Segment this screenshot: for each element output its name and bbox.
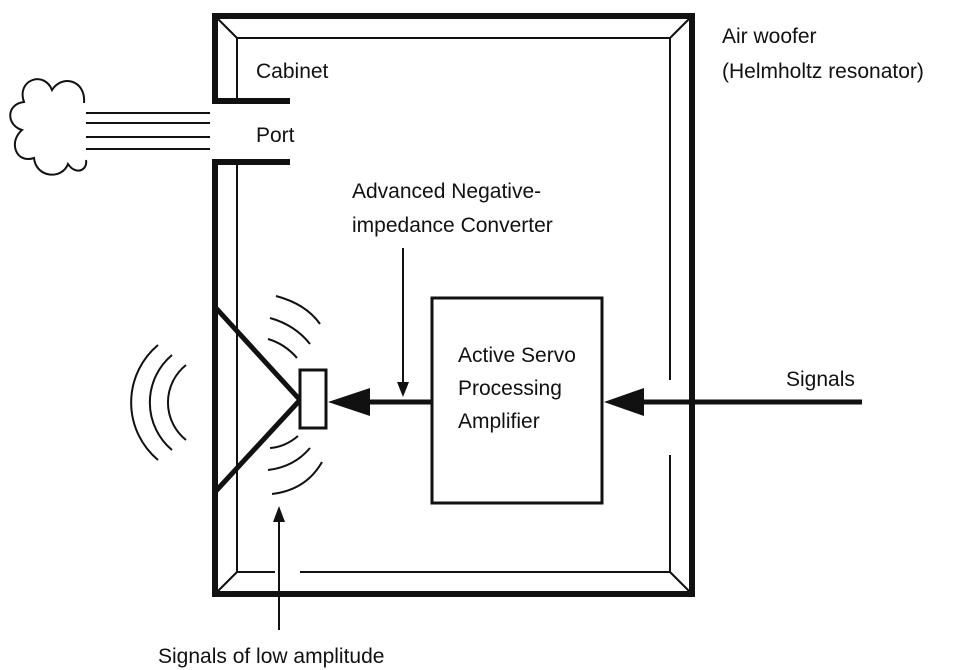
air-woofer-label-line2: (Helmholtz resonator) <box>722 60 924 83</box>
air-cloud-icon <box>9 78 210 176</box>
amplifier-label-line3: Amplifier <box>458 410 540 433</box>
amp-to-speaker-arrow <box>328 388 432 416</box>
cabinet-enclosure <box>212 13 695 597</box>
speaker-cone <box>213 305 328 494</box>
converter-label-line1: Advanced Negative- <box>352 180 541 203</box>
converter-pointer-arrow <box>397 248 409 397</box>
low-amplitude-label: Signals of low amplitude <box>158 645 384 668</box>
signals-arrow <box>604 388 862 416</box>
inner-lower-waves-icon <box>267 435 323 495</box>
inner-upper-waves-icon <box>267 295 321 359</box>
converter-label-line2: impedance Converter <box>352 214 553 237</box>
amplifier-label-line1: Active Servo <box>458 344 576 367</box>
outer-sound-waves-icon <box>130 344 187 461</box>
port-label: Port <box>256 124 295 147</box>
air-woofer-label-line1: Air woofer <box>722 25 817 48</box>
low-amplitude-pointer-arrow <box>273 506 285 630</box>
cabinet-label: Cabinet <box>256 60 329 83</box>
signals-label: Signals <box>786 368 855 391</box>
amplifier-label-line2: Processing <box>458 377 562 400</box>
amplifier-box <box>430 296 604 505</box>
port-tube <box>212 98 290 165</box>
